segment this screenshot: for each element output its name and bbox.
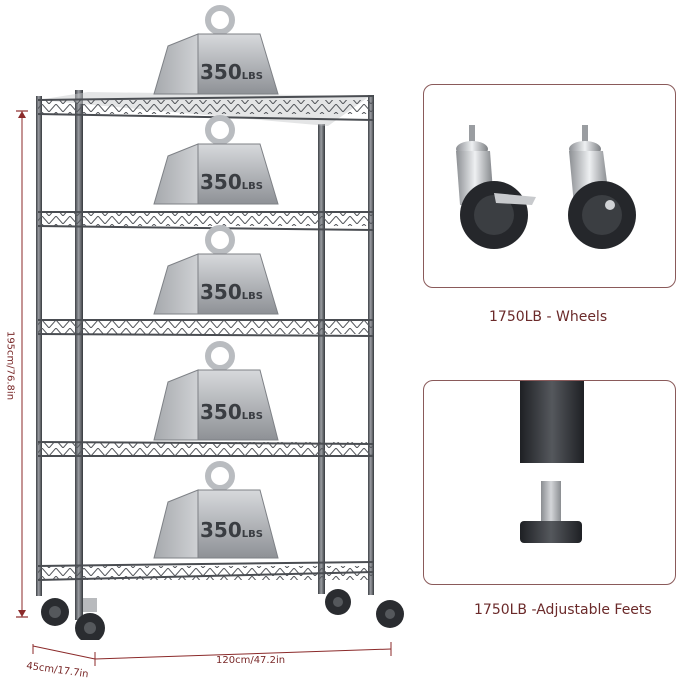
shelf-2 bbox=[37, 211, 374, 231]
caster-wheels bbox=[41, 589, 404, 640]
adjustable-foot-icon bbox=[520, 381, 584, 543]
weight-2: 350LBS bbox=[150, 112, 280, 208]
weight-shape bbox=[153, 341, 279, 441]
caster-wheel-icon bbox=[456, 125, 636, 249]
shelf-4 bbox=[37, 441, 374, 457]
weight-unit: LBS bbox=[241, 71, 263, 82]
height-label: 195cm/76.8in bbox=[4, 330, 16, 401]
wheels-caption: 1750LB - Wheels bbox=[489, 309, 608, 325]
weight-shape bbox=[153, 5, 279, 95]
weight-3: 350LBS bbox=[150, 222, 280, 318]
weight-unit: LBS bbox=[241, 291, 263, 302]
shelf-5 bbox=[37, 561, 374, 581]
weight-5: 350LBS bbox=[150, 458, 280, 562]
bottom-dimension-lines bbox=[32, 642, 392, 666]
height-dimension-line bbox=[16, 110, 28, 618]
wheels-panel bbox=[423, 84, 676, 288]
weight-shape bbox=[153, 115, 279, 205]
weight-1: 350LBS bbox=[150, 2, 280, 98]
width-label: 120cm/47.2in bbox=[216, 655, 286, 666]
weight-unit: LBS bbox=[241, 411, 263, 422]
weight-value: 350 bbox=[200, 170, 242, 194]
weight-unit: LBS bbox=[241, 529, 263, 540]
wire-shelving-rack bbox=[36, 90, 404, 640]
weight-value: 350 bbox=[200, 400, 242, 424]
weight-unit: LBS bbox=[241, 181, 263, 192]
shelf-1 bbox=[37, 92, 374, 126]
weight-value: 350 bbox=[200, 60, 242, 84]
weight-4: 350LBS bbox=[150, 338, 280, 444]
shelf-3 bbox=[37, 319, 374, 337]
weight-shape bbox=[153, 461, 279, 559]
weight-shape bbox=[153, 225, 279, 315]
feet-caption: 1750LB -Adjustable Feets bbox=[474, 602, 652, 618]
adjustable-feet-panel bbox=[423, 380, 676, 585]
weight-value: 350 bbox=[200, 280, 242, 304]
weight-value: 350 bbox=[200, 518, 242, 542]
